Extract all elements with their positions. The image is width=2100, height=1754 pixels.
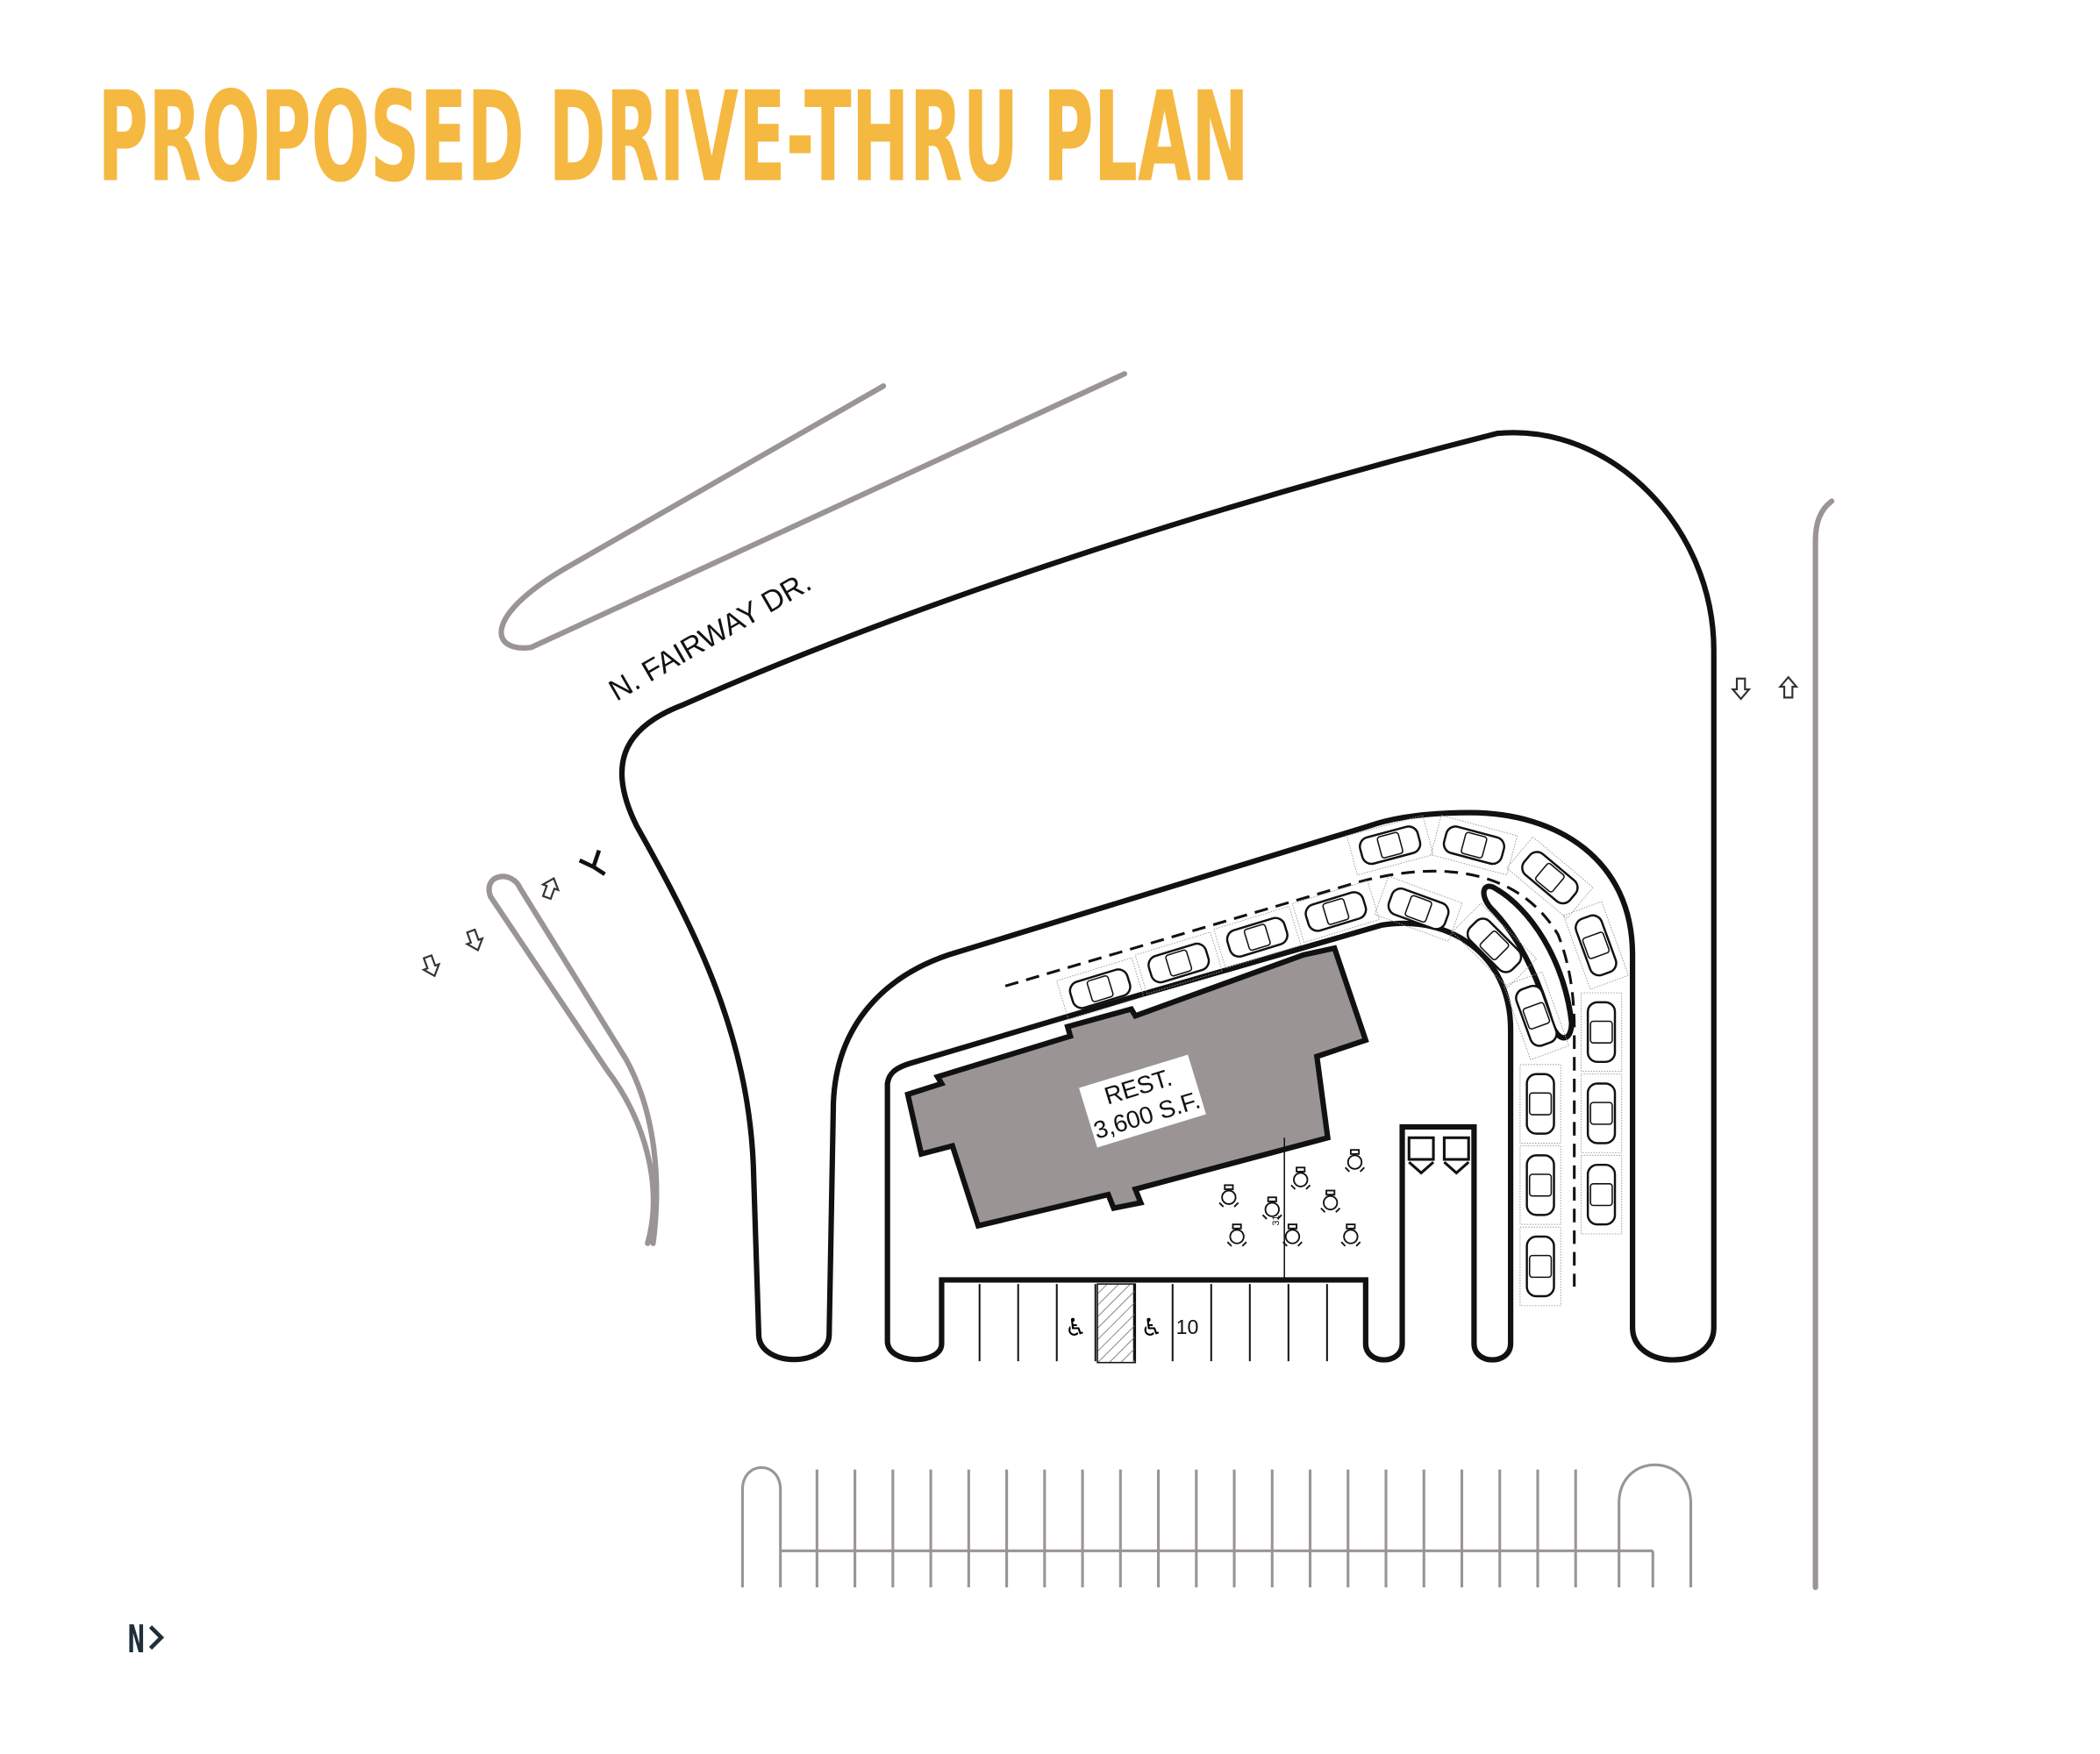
merge-arrow-icon — [578, 849, 606, 876]
queued-car-icon — [1213, 905, 1302, 969]
street-label: N. FAIRWAY DR. — [604, 565, 817, 708]
page-title: PROPOSED DRIVE-THRU PLAN — [97, 64, 1249, 210]
patio-table-icon — [1345, 1149, 1365, 1173]
queued-car-icon — [1519, 1064, 1561, 1144]
patio-table-icon — [1340, 1223, 1361, 1247]
queued-car-icon — [1451, 902, 1538, 988]
patio-table-icon — [1290, 1166, 1311, 1190]
fairway-median — [498, 371, 1128, 651]
adjacent-roads — [486, 371, 1835, 1591]
queued-car-icon — [1580, 992, 1623, 1073]
down-arrow-icon — [1731, 677, 1752, 701]
patio-tables — [1218, 1149, 1365, 1247]
accessible-aisle-hatch — [1096, 1283, 1137, 1364]
queued-car-icon — [1346, 815, 1434, 876]
patio-table-icon — [1320, 1189, 1341, 1213]
north-arrow-icon: N — [127, 1618, 165, 1662]
east-road-edge — [1812, 498, 1835, 1591]
up-arrow-icon — [540, 876, 561, 901]
lot-curb-outline — [618, 430, 1717, 1363]
queued-car-icon — [1580, 1154, 1623, 1235]
down-arrow-icon — [421, 954, 441, 978]
patio-table-icon — [1218, 1184, 1239, 1208]
queued-car-icon — [1580, 1073, 1623, 1153]
accessible-parking-icon: ♿ — [1140, 1313, 1162, 1342]
down-arrow-icon — [464, 928, 484, 952]
menu-boards — [1407, 1136, 1470, 1175]
traffic-arrows — [421, 675, 1799, 978]
queued-car-icon — [1519, 1226, 1561, 1307]
accessible-parking-icon: ♿ — [1065, 1313, 1087, 1342]
queued-car-icon — [1519, 1145, 1561, 1225]
north-letter: N — [127, 1618, 145, 1662]
south-parking-lot — [740, 1463, 1693, 1588]
parking-count: 10 — [1176, 1316, 1199, 1338]
building-island-curb — [884, 920, 1514, 1363]
patio-table-icon — [1226, 1223, 1247, 1247]
queued-car-icon — [1562, 901, 1630, 990]
up-arrow-icon — [1778, 675, 1799, 699]
queued-car-icon — [1291, 880, 1381, 944]
queued-car-icon — [1374, 875, 1463, 942]
queued-car-icon — [1430, 815, 1518, 876]
west-median — [486, 873, 660, 1246]
patio-table-icon — [1282, 1223, 1303, 1247]
drive-thru-lane-divider — [1004, 869, 1576, 1287]
patio-table-icon — [1261, 1196, 1282, 1220]
